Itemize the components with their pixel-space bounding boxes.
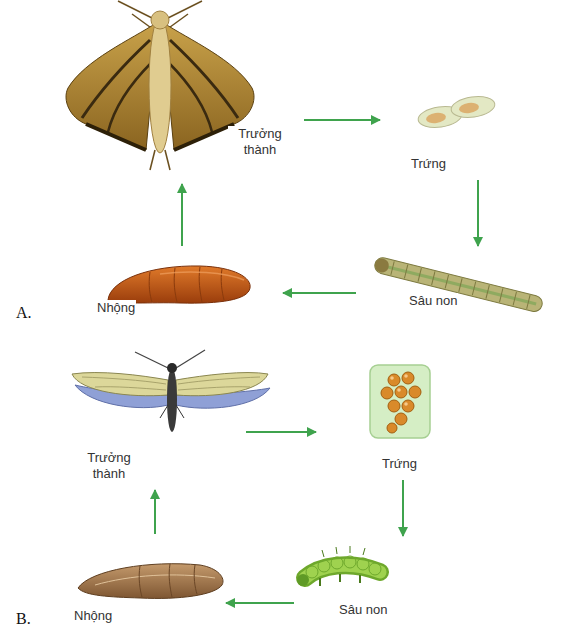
stage-arrow — [304, 119, 380, 121]
stage-label: Nhộng — [73, 608, 113, 624]
life-stage: Trưởng thành — [70, 345, 242, 486]
stage-arrow — [477, 180, 479, 246]
stage-arrow — [181, 184, 183, 246]
stage-arrow — [246, 431, 316, 433]
pupa — [78, 564, 223, 599]
stage-label: Sâu non — [408, 293, 458, 309]
adult-moth — [72, 350, 270, 432]
life-stage: Trứng — [320, 360, 440, 476]
pupa — [108, 266, 250, 303]
stage-label: Sâu non — [338, 602, 388, 618]
stage-label: Nhộng — [96, 300, 136, 316]
stage-arrow — [283, 292, 356, 294]
egg-pair — [417, 94, 496, 130]
larva — [373, 256, 544, 313]
panel-letter: A. — [16, 304, 32, 322]
stage-arrow — [154, 490, 156, 534]
stage-label: Trứng — [410, 156, 447, 172]
stage-arrow — [402, 480, 404, 536]
stage-arrow — [226, 602, 294, 604]
egg-cluster — [370, 365, 430, 438]
stage-label: Trưởng thành — [78, 450, 140, 481]
life-stage: Trưởng thành — [60, 0, 300, 180]
life-stage: Trứng — [384, 90, 520, 176]
life-stage: Sâu non — [298, 540, 400, 624]
caterpillar — [297, 546, 381, 586]
life-stage: Sâu non — [360, 250, 550, 316]
stage-label: Trưởng thành — [228, 126, 292, 157]
life-stage: Nhộng — [70, 538, 222, 630]
adult-moth — [66, 1, 254, 170]
panel-letter: B. — [16, 610, 31, 628]
life-stage: Nhộng — [90, 250, 279, 318]
stage-label: Trứng — [381, 456, 418, 472]
